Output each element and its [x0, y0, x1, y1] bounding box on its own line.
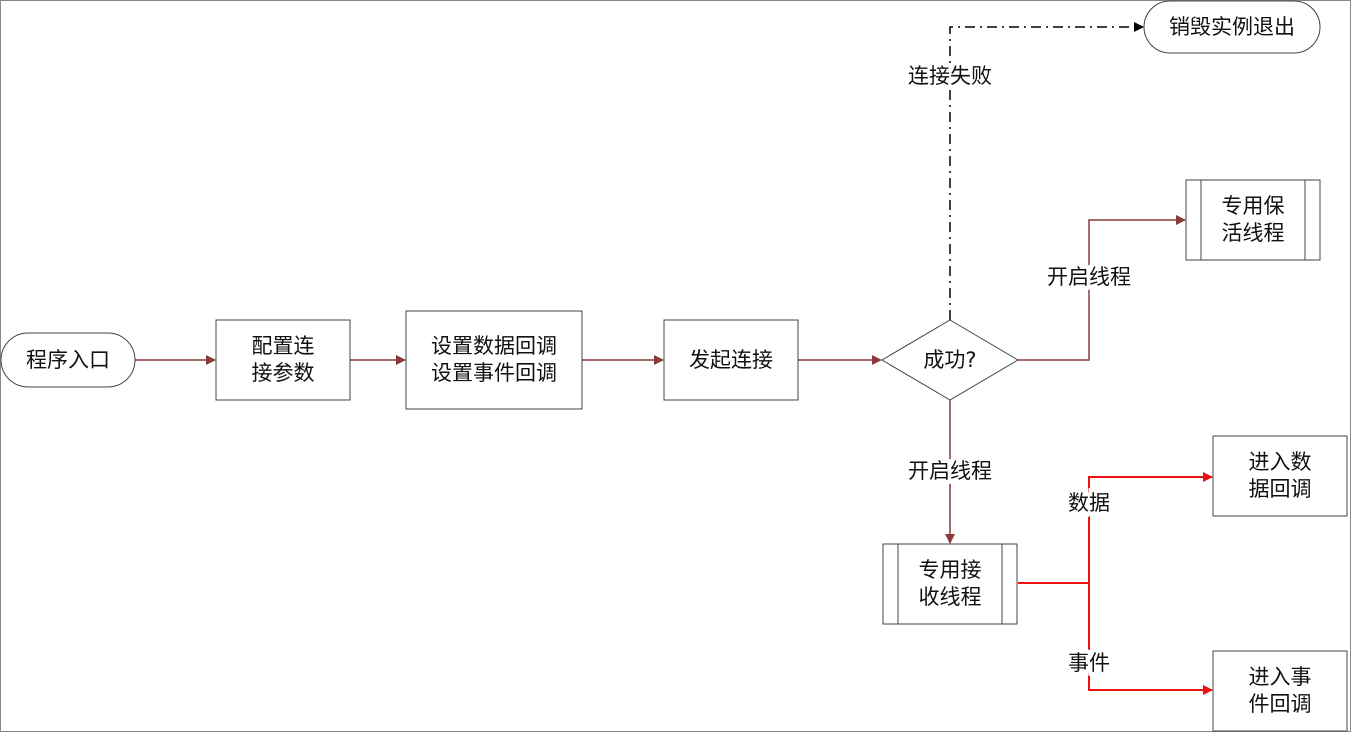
edge-receive-to-data-callback	[1088, 472, 1213, 583]
node-keepalive-label-1: 专用保	[1222, 194, 1285, 218]
edge-label-data: 数据	[1068, 491, 1110, 515]
node-callbacks: 设置数据回调 设置事件回调	[405, 310, 583, 410]
edge-label-fail: 连接失败	[908, 64, 992, 88]
edge-label-start-keepalive: 开启线程	[1047, 265, 1131, 289]
edge-receive-to-event-callback	[1088, 583, 1213, 695]
node-data-callback-label-2: 据回调	[1249, 477, 1312, 501]
edge-decision-to-exit	[949, 22, 1144, 320]
node-exit-label: 销毁实例退出	[1169, 15, 1295, 39]
node-connect: 发起连接	[663, 319, 799, 401]
node-receive-thread: 专用接 收线程	[882, 543, 1018, 625]
node-data-callback: 进入数 据回调	[1212, 435, 1348, 517]
node-keepalive-label-2: 活线程	[1222, 221, 1285, 245]
node-start-label: 程序入口	[26, 348, 110, 372]
node-event-callback-label-1: 进入事	[1249, 665, 1312, 689]
node-event-callback-label-2: 件回调	[1249, 692, 1312, 716]
edge-decision-to-keepalive	[1018, 215, 1186, 361]
node-decision: 成功?	[881, 319, 1019, 401]
node-callbacks-label-2: 设置事件回调	[431, 361, 557, 385]
node-connect-label: 发起连接	[689, 348, 773, 372]
node-config-label-2: 接参数	[252, 361, 315, 385]
node-exit: 销毁实例退出	[1143, 0, 1321, 54]
node-event-callback: 进入事 件回调	[1212, 650, 1348, 732]
node-receive-label-2: 收线程	[919, 585, 982, 609]
node-data-callback-label-1: 进入数	[1249, 450, 1312, 474]
edge-label-start-receive: 开启线程	[908, 459, 992, 483]
node-keepalive-thread: 专用保 活线程	[1185, 179, 1321, 261]
node-decision-label: 成功?	[923, 348, 976, 372]
node-config: 配置连 接参数	[215, 319, 351, 401]
node-callbacks-label-1: 设置数据回调	[431, 334, 557, 358]
edge-label-event: 事件	[1068, 651, 1110, 675]
node-start: 程序入口	[0, 332, 136, 388]
node-config-label-1: 配置连	[252, 334, 315, 358]
node-receive-label-1: 专用接	[919, 558, 982, 582]
